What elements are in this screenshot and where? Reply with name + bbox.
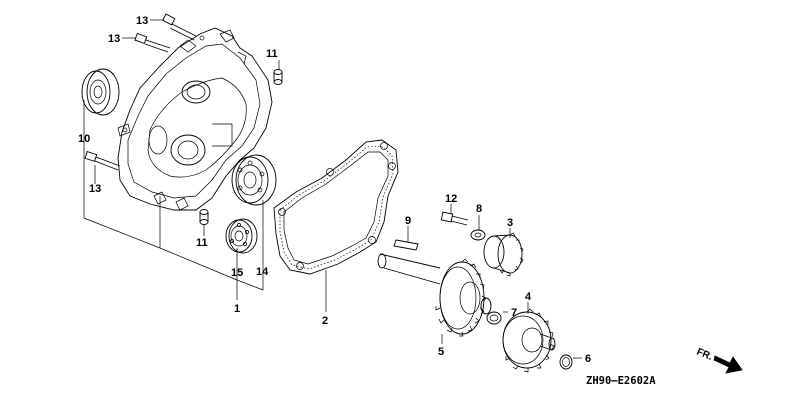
dowel-pin-lower xyxy=(199,209,209,225)
ball-bearing-small xyxy=(225,218,258,254)
callout-9: 9 xyxy=(405,215,411,227)
callout-labels: 13 13 11 10 13 11 15 14 1 2 9 12 8 3 7 4… xyxy=(78,15,591,365)
callout-13-upper-left: 13 xyxy=(108,33,120,45)
bolt xyxy=(440,211,469,226)
output-gear xyxy=(502,308,556,373)
flange-bolt-top xyxy=(162,13,197,41)
callout-13-top: 13 xyxy=(136,15,148,27)
gear-case-cover xyxy=(117,27,273,211)
front-label: FR. xyxy=(695,347,714,363)
callout-8: 8 xyxy=(476,203,482,215)
callout-10: 10 xyxy=(78,133,90,145)
callout-14: 14 xyxy=(256,266,269,278)
callout-11-upper: 11 xyxy=(266,48,278,60)
flange-bolt-lower xyxy=(84,151,121,171)
counter-shaft-gear xyxy=(377,253,492,337)
ball-bearing-large xyxy=(231,154,277,206)
woodruff-key xyxy=(393,239,419,251)
callout-1: 1 xyxy=(234,303,240,315)
front-direction-indicator: FR. xyxy=(695,347,743,374)
callout-2: 2 xyxy=(322,315,328,327)
flange-bolt-upper-left xyxy=(134,32,171,53)
leader-lines xyxy=(83,19,582,359)
callout-11-lower: 11 xyxy=(196,237,208,249)
callout-6: 6 xyxy=(585,353,591,365)
callout-3: 3 xyxy=(507,217,513,229)
callout-15: 15 xyxy=(231,267,243,279)
thrust-washer xyxy=(470,229,486,241)
callout-5: 5 xyxy=(438,346,444,358)
circlip xyxy=(559,354,573,370)
callout-12: 12 xyxy=(445,193,457,205)
callout-7: 7 xyxy=(511,307,517,319)
diagram-code: ZH90—E2602A xyxy=(586,375,656,387)
callout-4: 4 xyxy=(525,291,532,303)
gear-case-gasket xyxy=(273,139,399,275)
dowel-pin-upper xyxy=(273,69,283,85)
callout-13-lower: 13 xyxy=(89,183,101,195)
oil-seal xyxy=(81,68,120,116)
drive-gear-small xyxy=(483,232,524,277)
shaft-collar xyxy=(486,311,502,325)
front-arrow-icon xyxy=(713,355,743,374)
